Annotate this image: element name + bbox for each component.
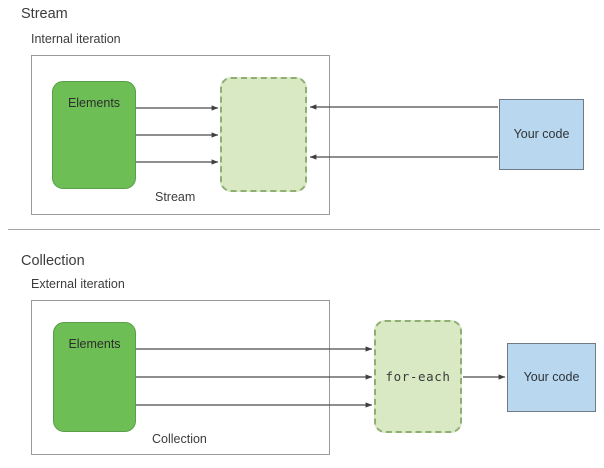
stream-your-code-label: Your code [513,127,570,141]
collection-section-title: Collection [21,253,85,269]
collection-section: Collection External iteration Elements f… [0,236,604,468]
collection-foreach-box: for-each [374,320,462,433]
stream-inner-caption: Stream [155,190,196,204]
collection-your-code-box: Your code [507,343,596,412]
stream-your-code-box: Your code [499,99,584,170]
stream-pipeline-box [220,77,307,192]
collection-elements-box: Elements [53,322,136,432]
collection-your-code-label: Your code [523,370,580,384]
collection-section-subtitle: External iteration [31,277,125,291]
collection-foreach-label: for-each [385,369,451,384]
stream-elements-label: Elements [67,96,121,110]
collection-elements-label: Elements [68,337,121,351]
collection-inner-caption: Collection [152,432,207,446]
section-divider [8,229,600,230]
stream-section-title: Stream [21,6,68,22]
stream-elements-box: Elements [52,81,136,189]
stream-section: Stream Internal iteration Elements S [0,0,604,228]
stream-section-subtitle: Internal iteration [31,32,121,46]
